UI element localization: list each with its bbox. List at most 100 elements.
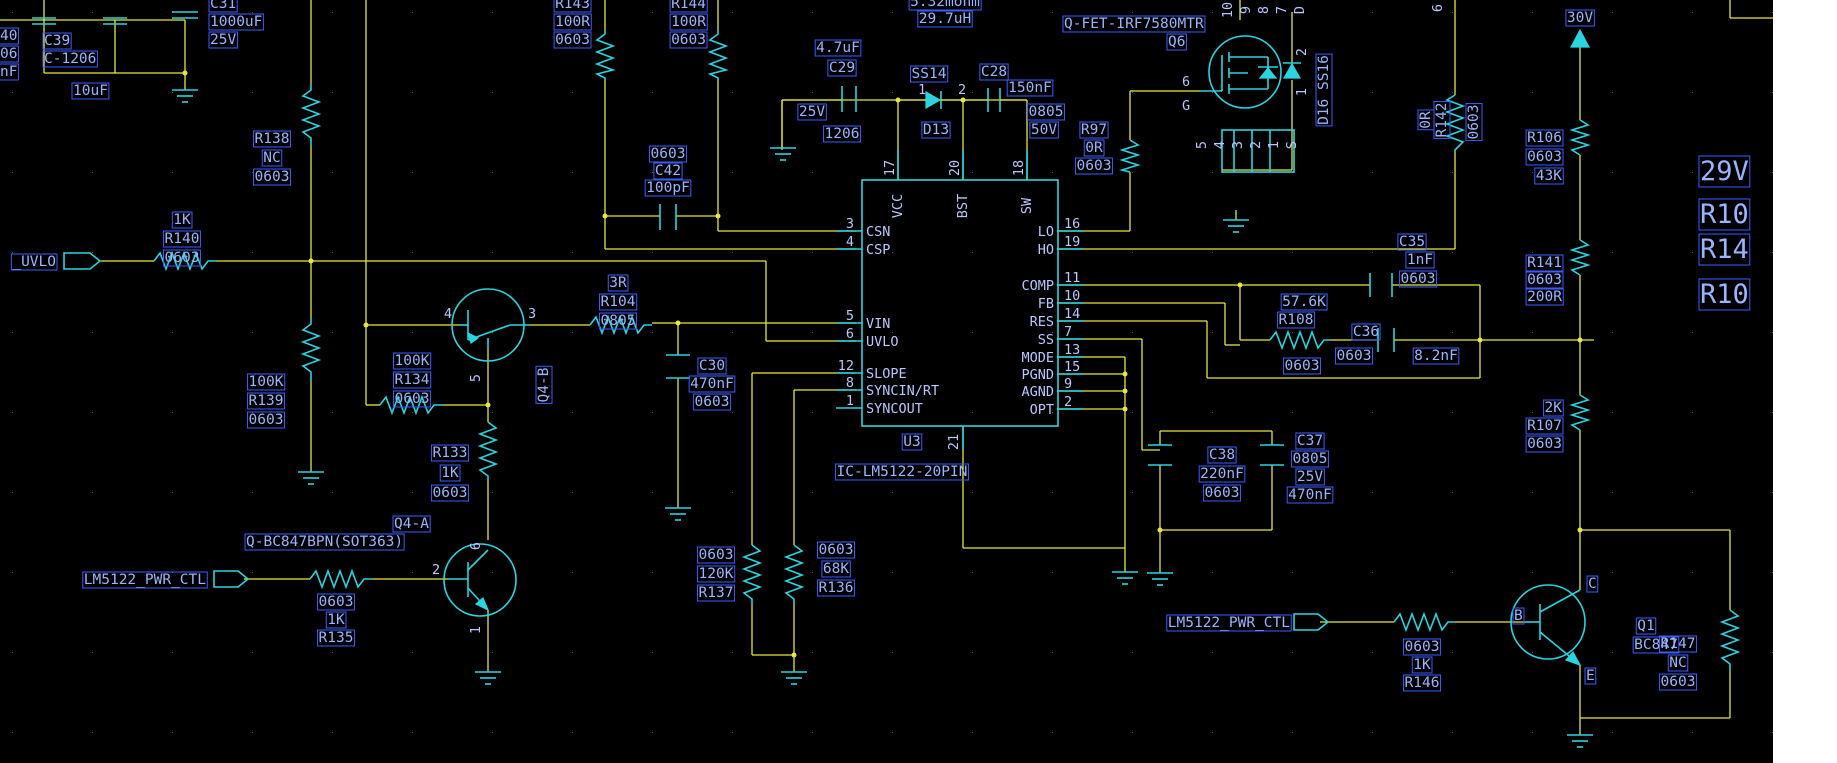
label-labels-c30-2: 0603 bbox=[695, 394, 730, 410]
label-box bbox=[688, 375, 736, 393]
ic-right-pin-num: 15 bbox=[1064, 359, 1080, 375]
grid-dot bbox=[812, 172, 813, 173]
r137-body bbox=[741, 544, 763, 605]
grid-dot bbox=[1372, 172, 1373, 173]
grid-dot bbox=[92, 732, 93, 733]
grid-dot bbox=[332, 332, 333, 333]
text-layer: 4006nFC39C-120610uFC311000uF25VR143100R0… bbox=[0, 0, 1749, 691]
grid-dot bbox=[1372, 412, 1373, 413]
label-labels-c30-1: 470nF bbox=[690, 376, 734, 392]
label-labels-r136-0: 0603 bbox=[819, 542, 854, 558]
r108-body bbox=[1269, 329, 1330, 351]
grid-dot bbox=[972, 492, 973, 493]
r97-body bbox=[1119, 139, 1141, 173]
net-ports bbox=[63, 252, 1330, 631]
label-labels-c37-1: 0805 bbox=[1293, 451, 1328, 467]
grid-dot bbox=[652, 732, 653, 733]
ic-top-pin-name: VCC bbox=[890, 194, 906, 218]
grid-dot bbox=[972, 332, 973, 333]
label-top-r143-1: 100R bbox=[555, 14, 590, 30]
grid-dot bbox=[1612, 12, 1613, 13]
grounds bbox=[172, 89, 1593, 748]
label-box bbox=[553, 31, 592, 49]
label-box bbox=[1166, 614, 1292, 632]
r135-body bbox=[309, 568, 372, 590]
ic-right-pin-name: COMP bbox=[1021, 278, 1054, 294]
label-labels-c42-2: 100pF bbox=[646, 180, 690, 196]
grid-dot bbox=[1612, 92, 1613, 93]
grid-dots bbox=[12, 12, 1773, 733]
grid-dot bbox=[332, 652, 333, 653]
label-labels-r141-2: 200R bbox=[1527, 289, 1562, 305]
grid-dot bbox=[12, 652, 13, 653]
grid-dot bbox=[1772, 732, 1773, 733]
label-box bbox=[1295, 468, 1325, 486]
grid-dot bbox=[252, 492, 253, 493]
grid-dot bbox=[172, 412, 173, 413]
label-box bbox=[247, 411, 285, 429]
grid-dot bbox=[812, 412, 813, 413]
label-labels-c35-1: 1nF bbox=[1407, 252, 1433, 268]
grid-dot bbox=[332, 92, 333, 93]
d16-diode bbox=[1282, 62, 1302, 79]
label-box bbox=[317, 593, 355, 611]
label-labels-c42-1: C42 bbox=[655, 163, 681, 179]
grid-dot bbox=[332, 492, 333, 493]
label-labels-c37-0: C37 bbox=[1297, 433, 1323, 449]
resistors bbox=[153, 30, 1741, 670]
grid-dot bbox=[1612, 412, 1613, 413]
net-pwr-ctl-right: LM5122_PWR_CTL bbox=[1168, 615, 1290, 631]
grid-dot bbox=[572, 572, 573, 573]
label-box bbox=[42, 50, 98, 68]
label-box bbox=[393, 390, 431, 408]
grid-dot bbox=[12, 332, 13, 333]
label-pins-q6_top-2: 8 bbox=[1256, 6, 1272, 14]
label-box bbox=[917, 10, 973, 28]
grid-dot bbox=[892, 252, 893, 253]
ic-right-pin-num: 9 bbox=[1064, 376, 1072, 392]
grid-dot bbox=[172, 732, 173, 733]
label-pins-q6_gate-1: G bbox=[1182, 98, 1190, 114]
label-pins-q6_bottom-4: 1 bbox=[1266, 141, 1282, 149]
label-labels-c36-0: C36 bbox=[1353, 324, 1379, 340]
grid-dot bbox=[812, 12, 813, 13]
grid-dot bbox=[1532, 732, 1533, 733]
label-box bbox=[1586, 575, 1599, 593]
grid-dot bbox=[1052, 652, 1053, 653]
grid-dot bbox=[252, 732, 253, 733]
label-box bbox=[439, 464, 461, 482]
label-top-r142-1: R142 bbox=[1434, 103, 1450, 138]
label-labels-r138-1: NC bbox=[263, 150, 280, 166]
grid-dot bbox=[492, 732, 493, 733]
label-box bbox=[1525, 129, 1564, 147]
grid-dot bbox=[1532, 492, 1533, 493]
label-box bbox=[1397, 233, 1427, 251]
grid-dot bbox=[652, 492, 653, 493]
label-box bbox=[797, 103, 827, 121]
grid-dot bbox=[1692, 172, 1693, 173]
grid-dot bbox=[412, 172, 413, 173]
label-box bbox=[823, 125, 861, 143]
ic-right-pin-name: RES bbox=[1030, 314, 1054, 330]
grid-dot bbox=[492, 12, 493, 13]
grid-dot bbox=[732, 92, 733, 93]
grid-dot bbox=[1612, 172, 1613, 173]
label-top-inductor-1: 29.7uH bbox=[919, 11, 971, 27]
grid-dot bbox=[892, 412, 893, 413]
label-box bbox=[1667, 654, 1689, 672]
label-labels-r108-0: 57.6K bbox=[1282, 294, 1326, 310]
grid-dot bbox=[812, 252, 813, 253]
grid-dot bbox=[1452, 652, 1453, 653]
label-box bbox=[1006, 79, 1054, 97]
grid-dot bbox=[812, 92, 813, 93]
grid-dot bbox=[92, 412, 93, 413]
label-box bbox=[431, 484, 469, 502]
ic-left-pin-name: SLOPE bbox=[866, 366, 907, 382]
label-box bbox=[697, 357, 727, 375]
grid-dot bbox=[972, 732, 973, 733]
r134-body bbox=[379, 394, 443, 416]
label-labels-r104-0: 3R bbox=[609, 275, 627, 291]
label-box bbox=[1062, 15, 1206, 33]
ic-left-pin-name: VIN bbox=[866, 316, 890, 332]
grid-dot bbox=[732, 412, 733, 413]
